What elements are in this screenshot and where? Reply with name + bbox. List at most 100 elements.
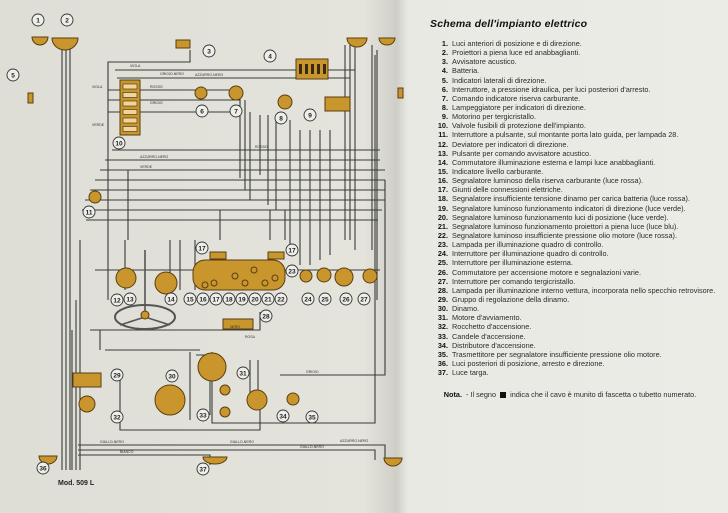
callout-number: 8: [279, 115, 283, 122]
battery-cell: [317, 64, 320, 74]
callout-number: 34: [279, 413, 287, 420]
indicator-lamp: [241, 279, 249, 287]
callout-number: 2: [65, 17, 69, 24]
connector-17-left: [209, 251, 227, 260]
callout: 23: [285, 264, 299, 278]
wire-label: ROSSO: [255, 145, 268, 149]
callout: 14: [164, 292, 178, 306]
wire-label: GRIGIO-NERO: [160, 72, 184, 76]
callout-circle: [60, 13, 74, 27]
legend-item-text: Segnalatore luminoso funzionamento indic…: [452, 203, 686, 213]
legend-item-number: 6.: [441, 84, 448, 94]
callout-number: 23: [288, 268, 296, 275]
wire-label: BIANCO: [120, 450, 134, 454]
callout: 29: [110, 368, 124, 382]
legend-item-number: 13.: [437, 148, 448, 158]
legend-item-number: 30.: [437, 304, 448, 314]
legend-item-number: 29.: [437, 294, 448, 304]
callout-number: 1: [36, 17, 40, 24]
callout: 32: [110, 410, 124, 424]
battery-cell: [299, 64, 302, 74]
legend-item-number: 24.: [437, 249, 448, 259]
legend-item: 31.Motore d'avviamento.: [428, 314, 720, 323]
steering-spokes: [119, 250, 171, 326]
wire-label: GIALLO-NERO: [300, 445, 324, 449]
connector-17-right: [267, 251, 285, 260]
legend-item: 17.Giunti delle connessioni elettriche.: [428, 186, 720, 195]
wire-label: VIOLA: [92, 85, 103, 89]
callout-circle: [339, 292, 353, 306]
wire: [107, 50, 191, 300]
callout: 22: [274, 292, 288, 306]
legend-item-number: 14.: [437, 157, 448, 167]
wire-label: GRIGIO: [306, 370, 319, 374]
callout-number: 21: [264, 296, 272, 303]
callout: 21: [261, 292, 275, 306]
legend-item-text: Deviatore per indicatori di direzione.: [452, 139, 569, 149]
legend-item-number: 9.: [441, 112, 448, 122]
callout: 25: [318, 292, 332, 306]
legend-item-text: Commutatore per accensione motore e segn…: [452, 267, 642, 277]
legend-item-number: 17.: [437, 185, 448, 195]
legend-item-number: 15.: [437, 166, 448, 176]
wire-label: VERDE: [140, 165, 153, 169]
legend-item: 23.Lampada per illuminazione quadro di c…: [428, 241, 720, 250]
legend-item: 15.Indicatore livello carburante.: [428, 166, 720, 177]
callout-number: 7: [234, 108, 238, 115]
headlight-left: [51, 37, 79, 51]
callout-circle: [235, 292, 249, 306]
callout-number: 35: [308, 414, 316, 421]
callout-circle: [305, 410, 319, 424]
callout-circle: [303, 108, 317, 122]
note-label: Nota.: [443, 389, 462, 399]
legend-item-number: 18.: [437, 194, 448, 204]
callout: 8: [274, 111, 288, 125]
legend-item-text: Interruttore a pulsante, sul montante po…: [452, 130, 679, 140]
wire: [78, 449, 376, 460]
starter-motor: [197, 352, 227, 382]
callout-circle: [301, 292, 315, 306]
battery-cell: [305, 64, 308, 74]
legend-item-number: 36.: [437, 358, 448, 368]
fuel-reserve-control: [228, 85, 244, 101]
legend-item: 16.Segnalatore luminoso della riserva ca…: [428, 177, 720, 186]
callout: 13: [123, 292, 137, 306]
legend-item-number: 28.: [437, 285, 448, 295]
callout: 3: [202, 44, 216, 58]
callout-number: 10: [115, 140, 123, 147]
legend-item-number: 10.: [437, 121, 448, 131]
legend-item-number: 20.: [437, 212, 448, 222]
spark-plug: [219, 406, 231, 418]
callout-number: 5: [11, 72, 15, 79]
callout-circle: [110, 293, 124, 307]
callout-number: 17: [212, 296, 220, 303]
callout-number: 13: [126, 296, 134, 303]
wiper-motor: [324, 96, 351, 112]
callout-circle: [195, 104, 209, 118]
callout: 5: [6, 68, 20, 82]
callout-number: 3: [207, 48, 211, 55]
callout-circle: [285, 264, 299, 278]
legend-item: 1.Luci anteriori di posizione e di direz…: [428, 39, 720, 49]
legend-item-number: 4.: [441, 66, 448, 76]
callout-number: 26: [342, 296, 350, 303]
brake-switch: [194, 86, 208, 100]
wire: [78, 454, 211, 465]
indicator-lamp: [201, 281, 209, 289]
legend: Schema dell'impianto elettrico 1.Luci an…: [428, 18, 720, 399]
legend-item: 8.Lampeggiatore per indicatori di direzi…: [428, 103, 720, 113]
legend-item-text: Segnalatore insufficiente tensione dinam…: [452, 194, 690, 204]
callout: 30: [165, 369, 179, 383]
legend-item: 24.Interruttore per illuminazione quadro…: [428, 250, 720, 259]
callout: 9: [303, 108, 317, 122]
horn: [175, 39, 191, 49]
callout-number: 22: [277, 296, 285, 303]
callout-number: 31: [239, 370, 247, 377]
legend-item-text: Batteria.: [452, 66, 480, 76]
legend-item: 5.Indicatori laterali di direzione.: [428, 76, 720, 86]
callout-circle: [222, 292, 236, 306]
flasher: [277, 94, 293, 110]
callout-number: 18: [225, 296, 233, 303]
legend-item: 25.Interruttore per illuminazione estern…: [428, 259, 720, 268]
